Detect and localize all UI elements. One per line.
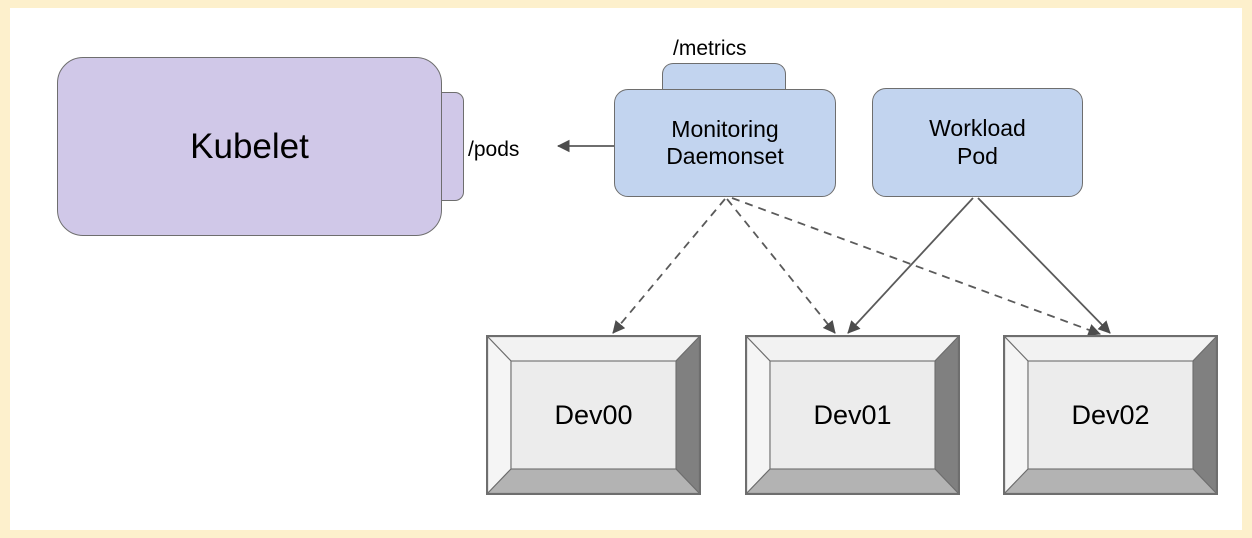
edge-monitoring-to-dev00 — [612, 198, 726, 334]
node-kubelet[interactable]: Kubelet — [57, 57, 442, 236]
node-monitoring-daemonset[interactable]: Monitoring Daemonset — [614, 89, 836, 197]
edge-workload-to-dev01 — [847, 197, 974, 334]
monitoring-metrics-port — [662, 63, 786, 93]
edge-monitoring-to-dev01 — [726, 198, 836, 334]
device-label: Dev01 — [813, 399, 892, 430]
node-device-dev01[interactable]: Dev01 — [745, 335, 960, 495]
node-device-dev00[interactable]: Dev00 — [486, 335, 701, 495]
node-device-dev02[interactable]: Dev02 — [1003, 335, 1218, 495]
label-pods: /pods — [468, 138, 520, 161]
device-label: Dev00 — [554, 399, 633, 430]
node-workload-pod[interactable]: Workload Pod — [872, 88, 1083, 197]
label-metrics: /metrics — [673, 37, 747, 60]
device-label: Dev02 — [1071, 399, 1150, 430]
diagram-canvas: Kubelet /pods /metrics Monitoring Daemon… — [10, 8, 1242, 530]
edge-workload-to-dev02 — [977, 197, 1111, 334]
edge-monitoring-to-dev02 — [731, 197, 1101, 336]
